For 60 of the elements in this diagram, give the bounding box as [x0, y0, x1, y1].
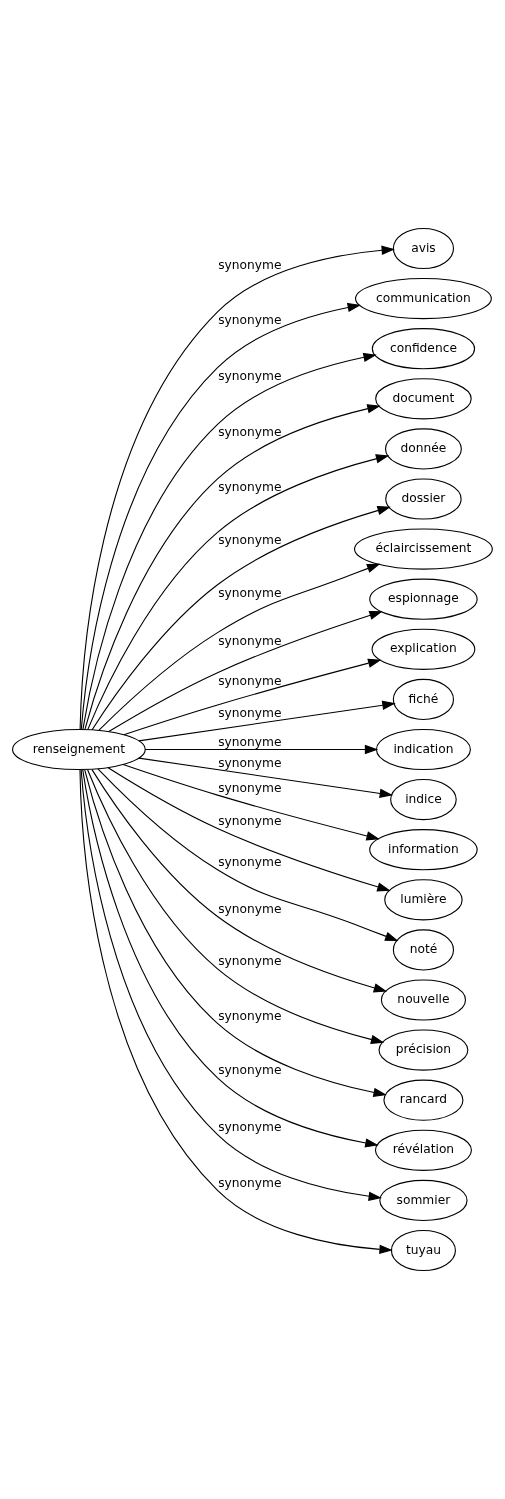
arrow [91, 769, 388, 993]
edge-label: synonyme [218, 585, 282, 600]
arrow [87, 769, 385, 1045]
edge-label: synonyme [218, 368, 282, 383]
arrow [122, 764, 380, 841]
node-ellipse: révélation [374, 1129, 472, 1171]
arrow [97, 768, 399, 941]
edge-label: synonyme [218, 855, 282, 870]
edge-label: synonyme [218, 901, 282, 916]
arrow [84, 404, 381, 730]
node-ellipse: éclaircissement [354, 528, 493, 570]
node-ellipse: tuyau [390, 1229, 456, 1272]
arrow [138, 700, 396, 742]
node-ellipse: renseignement [12, 728, 146, 771]
arrow [84, 769, 387, 1098]
edge-label: synonyme [218, 1063, 282, 1078]
arrow [98, 563, 381, 731]
node-ellipse: document [375, 378, 472, 420]
node-ellipse: confidence [371, 328, 476, 370]
edge-label: synonyme [218, 1175, 282, 1190]
arrow [138, 757, 393, 798]
node-ellipse: indication [375, 728, 471, 771]
node-ellipse: communication [355, 278, 492, 320]
edge-label: synonyme [218, 954, 282, 969]
node-ellipse: explication [371, 628, 476, 670]
node-ellipse: dossier [385, 478, 462, 520]
edge-label: synonyme [218, 425, 282, 440]
edge-label: synonyme [218, 734, 282, 749]
node-ellipse: avis [392, 227, 455, 270]
edge-label: synonyme [218, 673, 282, 688]
edge-label: synonyme [218, 1008, 282, 1023]
edge-label: synonyme [218, 705, 282, 720]
node-ellipse: donnée [384, 428, 462, 470]
edge-label: synonyme [218, 258, 282, 273]
node-ellipse: nouvelle [380, 979, 467, 1021]
node-ellipse: rancard [383, 1079, 464, 1121]
edge-label: synonyme [218, 780, 282, 795]
node-ellipse: indice [390, 779, 457, 821]
node-ellipse: information [369, 829, 478, 871]
arrow [80, 302, 361, 730]
node-ellipse: noté [392, 929, 455, 971]
node-ellipse: sommier [379, 1179, 468, 1221]
edge-label: synonyme [218, 633, 282, 648]
node-ellipse: fiché [392, 678, 455, 720]
edge-label: synonyme [218, 1120, 282, 1135]
edge-label: synonyme [218, 533, 282, 548]
arrow [87, 454, 390, 731]
arrow [79, 245, 395, 730]
arrow [144, 744, 379, 755]
edge-label: synonyme [218, 756, 282, 771]
arrow [107, 767, 391, 892]
edge-label: synonyme [218, 479, 282, 494]
edge-label: synonyme [218, 312, 282, 327]
arrow [108, 610, 383, 733]
node-ellipse: précision [378, 1029, 469, 1071]
node-ellipse: lumière [384, 879, 463, 921]
arrow [91, 506, 391, 731]
arrow [123, 658, 382, 736]
edge-label: synonyme [218, 813, 282, 828]
arrow [82, 352, 377, 730]
